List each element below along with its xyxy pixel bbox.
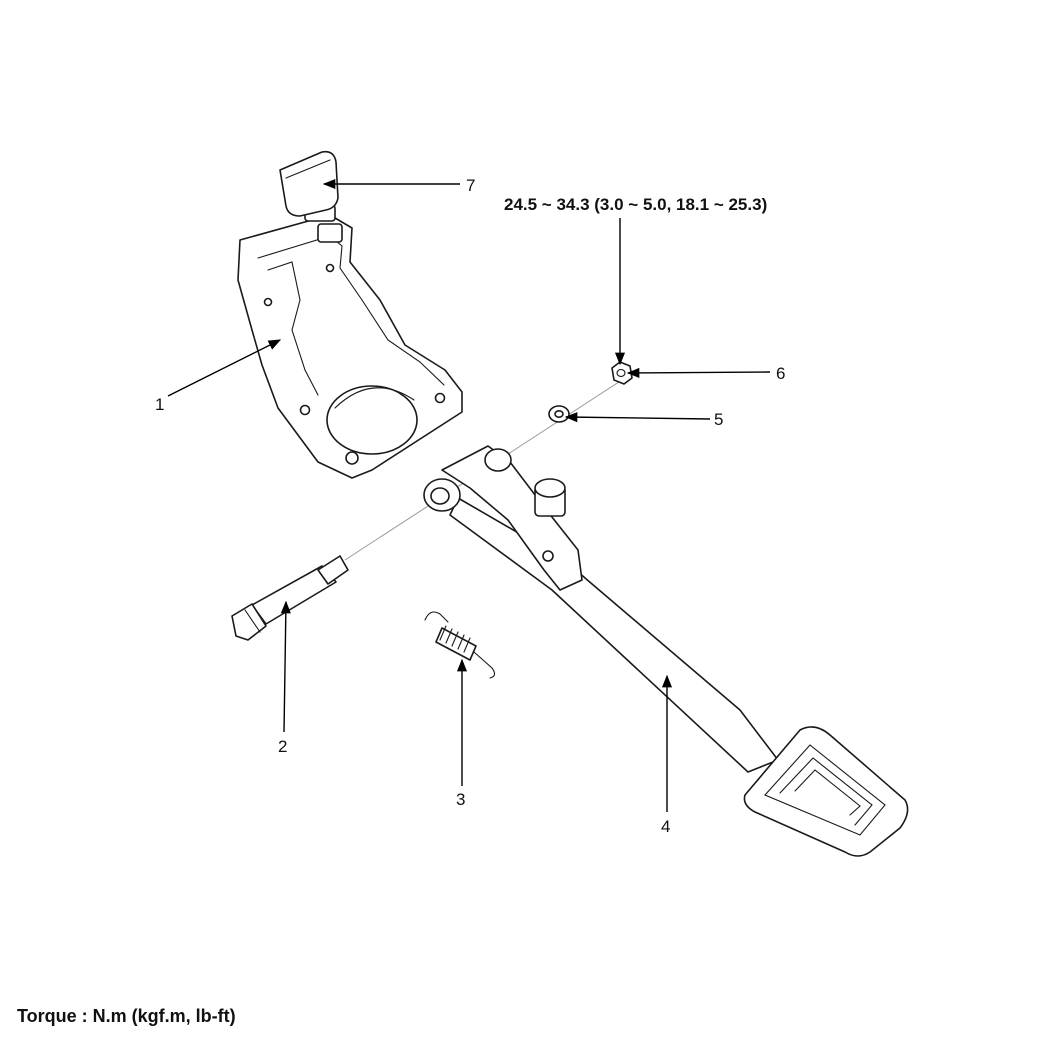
washer [548, 405, 570, 423]
callout-number-7: 7 [466, 176, 475, 195]
leader-line-2 [280, 600, 291, 733]
callout-number-3: 3 [456, 790, 465, 809]
callout-number-2: 2 [278, 737, 287, 756]
leader-line-5 [564, 412, 711, 423]
torque-spec-label: 24.5 ~ 34.3 (3.0 ~ 5.0, 18.1 ~ 25.3) [504, 195, 767, 214]
callout-number-6: 6 [776, 364, 785, 383]
brake-pedal-arm [423, 445, 909, 857]
torque-units-note: Torque : N.m (kgf.m, lb-ft) [17, 1006, 236, 1026]
stop-lamp-switch [279, 150, 343, 243]
pivot-bolt [231, 555, 349, 641]
leader-line-6 [626, 367, 771, 378]
callout-number-5: 5 [714, 410, 723, 429]
pedal-bracket [237, 214, 463, 479]
return-spring [424, 611, 496, 679]
callout-number-1: 1 [155, 395, 164, 414]
callout-number-4: 4 [661, 817, 670, 836]
leader-line-1 [167, 339, 282, 397]
